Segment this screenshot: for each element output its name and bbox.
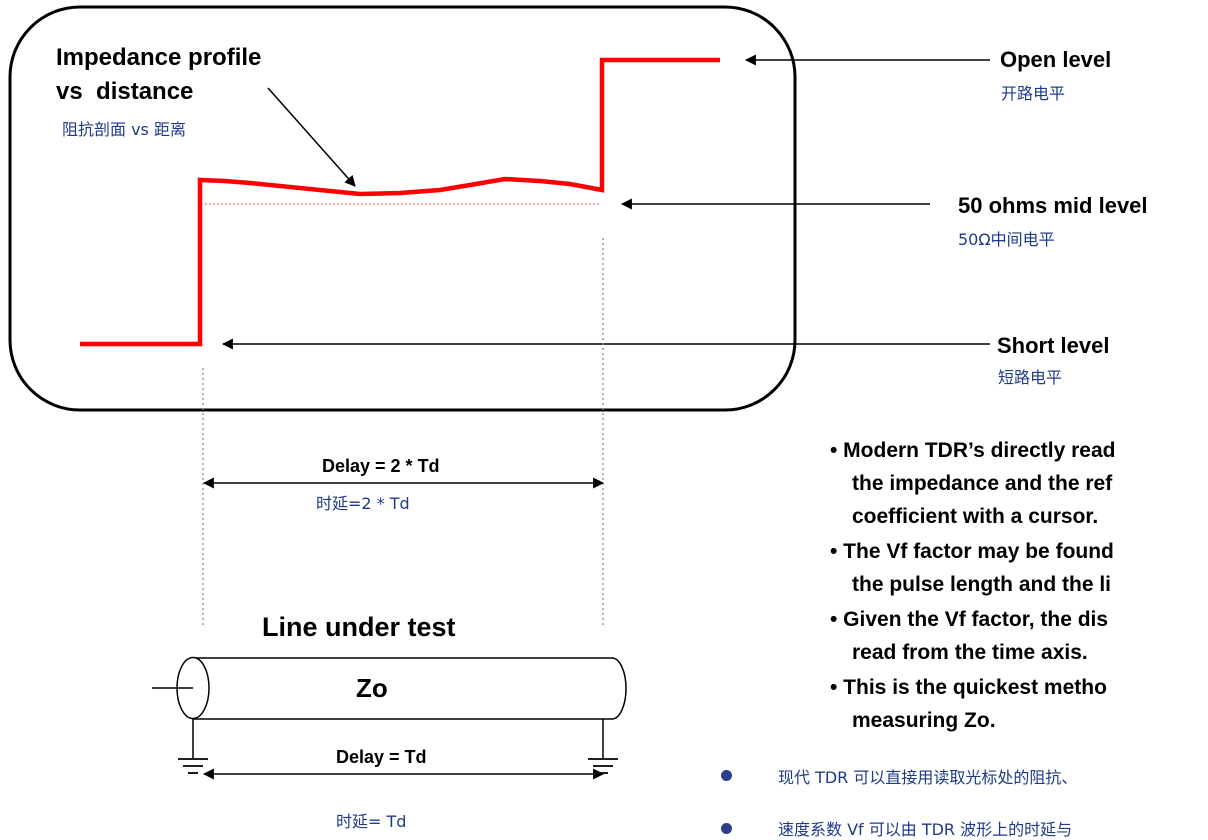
profile-title-line2: vs distance [56,78,194,105]
bullet-2-line1: • The Vf factor may be found [830,540,1114,563]
ground-symbol-left [178,758,208,774]
bullet-2-line2: the pulse length and the li [852,573,1112,596]
profile-pointer-arrow [267,87,356,187]
mid-level-label: 50 ohms mid level [958,193,1148,218]
cn-bullet-1: 现代 TDR 可以直接用读取光标处的阻抗、 [778,768,1078,787]
bullet-1-line3: coefficient with a cursor. [852,505,1099,528]
bullet-4-line1: • This is the quickest metho [830,676,1107,699]
mid-level-label-cn: 50Ω中间电平 [958,230,1055,249]
coax-line [152,656,627,758]
cn-bullet-2: 速度系数 Vf 可以由 TDR 波形上的时延与 [778,820,1073,839]
bullet-1-line1: • Modern TDR’s directly read [830,439,1116,462]
round-trip-delay-label-cn: 时延=2 * Td [316,494,410,513]
round-trip-delay-label: Delay = 2 * Td [322,456,440,476]
bullet-3-line2: read from the time axis. [852,641,1088,664]
bullet-1-line2: the impedance and the ref [852,472,1113,495]
short-level-label: Short level [997,333,1110,358]
short-level-label-cn: 短路电平 [998,368,1063,387]
profile-title-cn: 阻抗剖面 vs 距离 [62,120,186,139]
line-impedance-label: Zo [356,673,388,703]
cn-bullet-dot-2 [721,823,732,834]
open-level-label: Open level [1000,47,1112,72]
cn-bullet-dot-1 [721,770,732,781]
bullet-4-line2: measuring Zo. [852,709,996,732]
one-way-delay-label: Delay = Td [336,747,427,767]
scope-frame [8,5,797,412]
line-under-test-title: Line under test [262,612,456,642]
open-level-label-cn: 开路电平 [1001,84,1066,103]
bullet-3-line1: • Given the Vf factor, the dis [830,608,1109,631]
ground-symbol-right [588,758,618,774]
one-way-delay-label-cn: 时延= Td [336,812,407,831]
tdr-trace [80,57,720,347]
profile-title-line1: Impedance profile [56,44,262,71]
